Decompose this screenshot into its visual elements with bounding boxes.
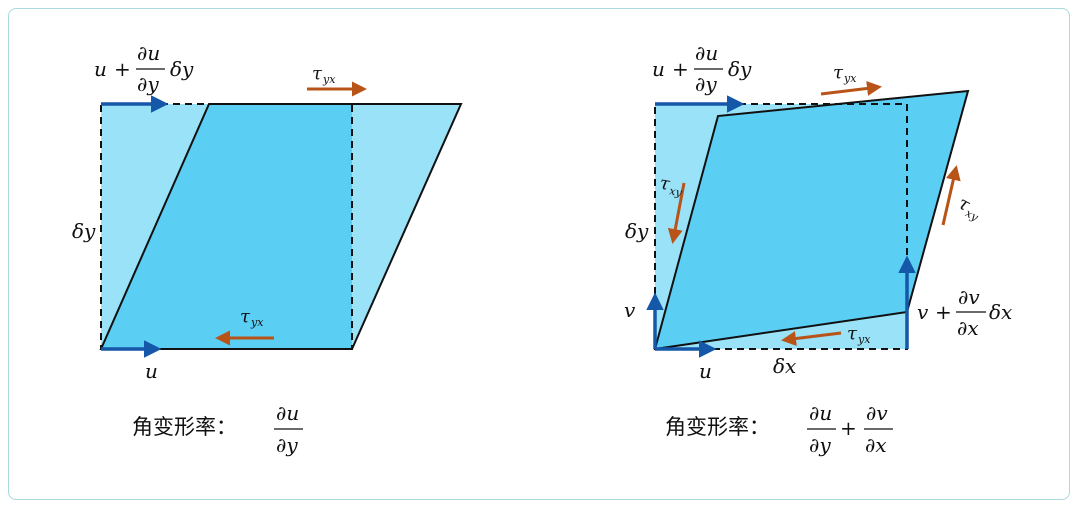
- svg-text:δx: δx: [989, 300, 1012, 324]
- left-side-dy-label: δy: [72, 219, 96, 243]
- right-tau-bottom-label: τ yx: [847, 323, 871, 346]
- svg-text:∂u: ∂u: [809, 401, 832, 425]
- svg-text:yx: yx: [322, 73, 336, 86]
- right-caption: 角变形率： ∂u ∂y + ∂v ∂x: [665, 401, 893, 457]
- svg-text:u: u: [652, 57, 665, 81]
- svg-text:∂v: ∂v: [866, 401, 888, 425]
- svg-text:角变形率：: 角变形率：: [132, 415, 237, 439]
- svg-text:∂u: ∂u: [137, 41, 160, 65]
- svg-text:yx: yx: [250, 316, 264, 329]
- left-tau-top-label: τ yx: [312, 63, 336, 86]
- right-left-stress-arrow: [667, 182, 686, 244]
- left-panel: u + ∂u ∂y δy δy u τ yx τ yx 角变形率： ∂u ∂y: [72, 41, 463, 457]
- right-tau-top-label: τ yx: [833, 62, 857, 85]
- right-side-dy-label: δy: [625, 219, 649, 243]
- right-top-stress-arrow: [820, 80, 882, 96]
- svg-text:∂u: ∂u: [276, 401, 299, 425]
- svg-text:u: u: [94, 57, 107, 81]
- svg-text:+: +: [935, 300, 952, 324]
- svg-text:∂x: ∂x: [865, 433, 887, 457]
- svg-text:∂x: ∂x: [957, 316, 979, 340]
- left-overlap-region: [101, 104, 352, 349]
- right-top-velocity-label: u + ∂u ∂y δy: [652, 41, 752, 96]
- right-right-stress-arrow: [941, 165, 961, 226]
- right-bottom-u-label: u: [699, 359, 712, 383]
- svg-text:v: v: [917, 300, 929, 324]
- svg-text:xy: xy: [668, 184, 683, 199]
- left-top-velocity-label: u + ∂u ∂y δy: [94, 41, 194, 96]
- left-tau-bottom-label: τ yx: [240, 306, 264, 329]
- right-side-velocity-label: v + ∂v ∂x δx: [917, 285, 1012, 340]
- svg-text:τ: τ: [833, 62, 844, 83]
- svg-text:∂v: ∂v: [958, 285, 980, 309]
- right-tau-left-label: τ xy: [658, 173, 684, 200]
- right-deformed-element: [653, 89, 970, 351]
- svg-text:yx: yx: [857, 333, 871, 346]
- svg-text:+: +: [672, 57, 689, 81]
- right-original-element: [654, 103, 908, 350]
- left-bottom-u-label: u: [145, 359, 158, 383]
- svg-text:+: +: [840, 416, 857, 440]
- left-original-element: [100, 103, 353, 350]
- svg-text:∂y: ∂y: [695, 72, 717, 96]
- svg-text:+: +: [114, 57, 131, 81]
- svg-text:∂y: ∂y: [809, 433, 831, 457]
- right-left-v-label: v: [624, 298, 636, 322]
- svg-text:δy: δy: [170, 57, 194, 81]
- right-tau-right-label: τ xy: [954, 193, 981, 225]
- svg-text:∂y: ∂y: [276, 433, 298, 457]
- svg-text:yx: yx: [843, 72, 857, 85]
- svg-text:τ: τ: [312, 63, 323, 84]
- svg-text:∂u: ∂u: [695, 41, 718, 65]
- svg-text:τ: τ: [240, 306, 251, 327]
- svg-text:角变形率：: 角变形率：: [665, 415, 770, 439]
- svg-text:∂y: ∂y: [137, 72, 159, 96]
- svg-text:τ: τ: [847, 323, 858, 344]
- right-bottom-dx-label: δx: [773, 354, 796, 378]
- right-bottom-stress-arrow: [781, 331, 842, 346]
- svg-text:δy: δy: [728, 57, 752, 81]
- figure-frame: [8, 8, 1070, 500]
- right-panel: u + ∂u ∂y δy δy v u δx v + ∂v ∂x δx τ yx…: [624, 41, 1012, 457]
- left-caption: 角变形率： ∂u ∂y: [132, 401, 303, 457]
